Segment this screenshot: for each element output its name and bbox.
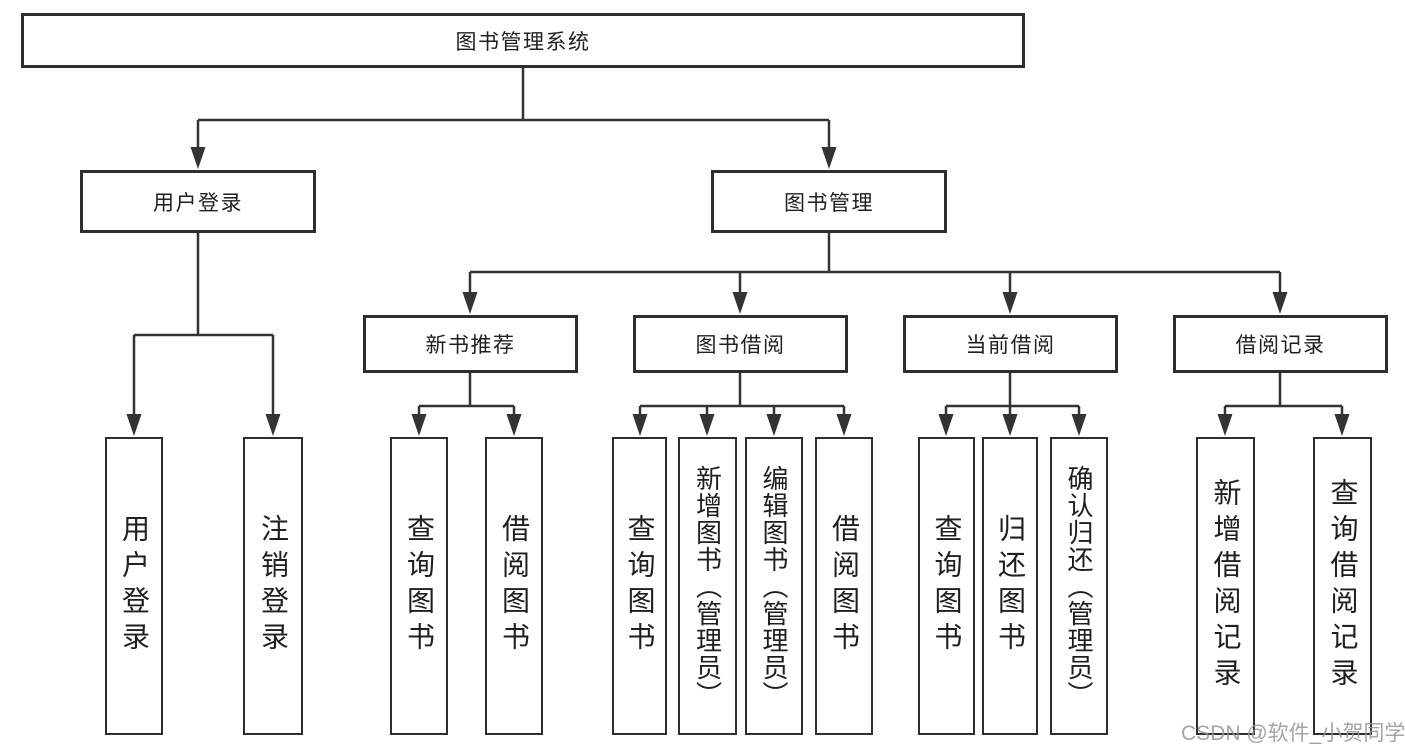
arrow-down-icon [821,147,837,169]
arrow-down-icon [1002,414,1018,436]
arrow-down-icon [699,414,715,436]
leaf-add-borrow-record: 新增借阅记录 [1196,437,1255,735]
connector-userlogin-to-leaves [132,233,275,416]
node-book-borrow: 图书借阅 [633,315,848,373]
arrow-down-icon [766,414,782,436]
arrow-down-icon [1217,414,1233,436]
leaf-label: 编辑图书（管理员） [759,464,789,708]
leaf-borrow-book-recommend: 借阅图书 [485,437,543,735]
arrow-down-icon [1071,414,1087,436]
arrow-down-icon [462,292,478,314]
arrow-down-icon [1002,292,1018,314]
leaf-user-login: 用户登录 [105,437,163,735]
connector-newbook-to-leaves [417,373,516,416]
leaf-label: 新增图书（管理员） [692,464,723,708]
connector-root-to-level2 [196,68,831,149]
leaf-borrow-book: 借阅图书 [815,437,873,735]
leaf-confirm-return-admin: 确认归还（管理员） [1050,437,1108,735]
node-root-system: 图书管理系统 [21,13,1025,68]
node-borrow-record: 借阅记录 [1173,315,1388,373]
node-current-borrow: 当前借阅 [903,315,1118,373]
arrow-down-icon [732,292,748,314]
node-label: 新书推荐 [425,334,516,357]
leaf-label: 归还图书 [995,514,1026,658]
connector-currentborrow-to-leaves [944,373,1081,416]
leaf-label: 确认归还（管理员） [1064,464,1094,708]
connector-bookborrow-to-leaves [638,373,846,416]
leaf-label: 用户登录 [119,514,150,658]
arrow-down-icon [1272,292,1288,314]
leaf-label: 查询图书 [931,514,963,658]
arrow-down-icon [265,414,281,436]
leaf-label: 注销登录 [258,514,289,658]
leaf-query-book-recommend: 查询图书 [390,437,448,735]
connector-bookmgmt-to-level3 [468,233,1282,294]
arrow-down-icon [836,414,852,436]
leaf-label: 查询图书 [624,514,656,658]
leaf-add-book-admin: 新增图书（管理员） [678,437,737,735]
node-label: 图书管理系统 [455,30,591,54]
connector-borrowrecord-to-leaves [1223,373,1344,416]
leaf-label: 查询图书 [404,514,435,658]
arrow-down-icon [506,414,522,436]
node-label: 图书管理 [784,191,874,215]
node-label: 借阅记录 [1235,334,1326,357]
node-label: 图书借阅 [695,334,786,357]
node-label: 用户登录 [153,191,243,215]
arrowheads [126,147,1350,436]
leaf-return-book: 归还图书 [982,437,1038,735]
leaf-query-borrow-record: 查询借阅记录 [1313,437,1372,735]
leaf-query-book-borrow: 查询图书 [612,437,667,735]
leaf-edit-book-admin: 编辑图书（管理员） [745,437,803,735]
leaf-label: 新增借阅记录 [1210,478,1242,694]
arrow-down-icon [190,147,206,169]
leaf-label: 借阅图书 [499,514,530,658]
arrow-down-icon [632,414,648,436]
arrow-down-icon [126,414,142,436]
node-label: 当前借阅 [965,334,1056,357]
arrow-down-icon [938,414,954,436]
node-book-management: 图书管理 [711,170,947,233]
arrow-down-icon [1334,414,1350,436]
leaf-label: 借阅图书 [829,514,860,658]
node-new-book-recommend: 新书推荐 [363,315,578,373]
node-user-login: 用户登录 [80,170,316,233]
leaf-logout: 注销登录 [243,437,303,735]
leaf-query-book-current: 查询图书 [918,437,975,735]
leaf-label: 查询借阅记录 [1327,478,1359,694]
csdn-watermark: CSDN @软件_小贺同学 [1181,722,1405,745]
arrow-down-icon [411,414,427,436]
